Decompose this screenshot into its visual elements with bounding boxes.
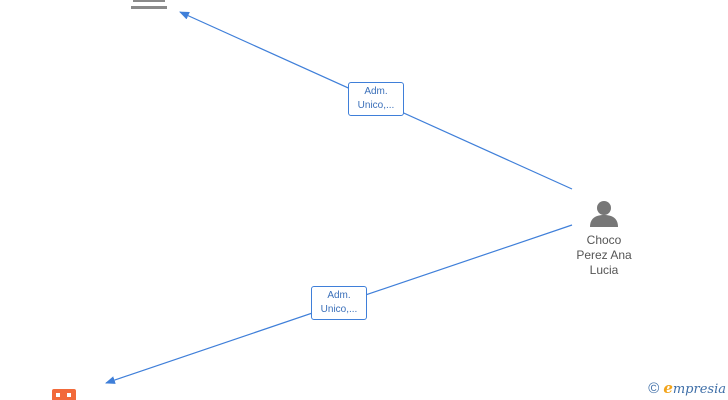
- edge-label-line: Unico,...: [357, 100, 395, 111]
- edge-label-top[interactable]: Adm. Unico,...: [348, 82, 404, 116]
- brand-logo: empresia: [663, 379, 726, 397]
- edge-label-bottom[interactable]: Adm. Unico,...: [311, 286, 367, 320]
- edge-label-line: Adm.: [364, 86, 388, 97]
- person-icon[interactable]: [590, 201, 618, 227]
- building-icon[interactable]: [131, 0, 167, 9]
- company-icon[interactable]: [52, 389, 76, 400]
- person-name-line: Perez Ana: [576, 248, 632, 262]
- edge-label-line: Adm.: [327, 290, 351, 301]
- person-name-line: Lucia: [589, 263, 619, 277]
- edge-label-line: Unico,...: [320, 304, 358, 315]
- person-name-label[interactable]: Choco Perez Ana Lucia: [566, 233, 642, 278]
- person-name-line: Choco: [586, 233, 622, 247]
- copyright-icon: ©: [648, 379, 660, 397]
- brand-watermark: © empresia: [648, 379, 726, 397]
